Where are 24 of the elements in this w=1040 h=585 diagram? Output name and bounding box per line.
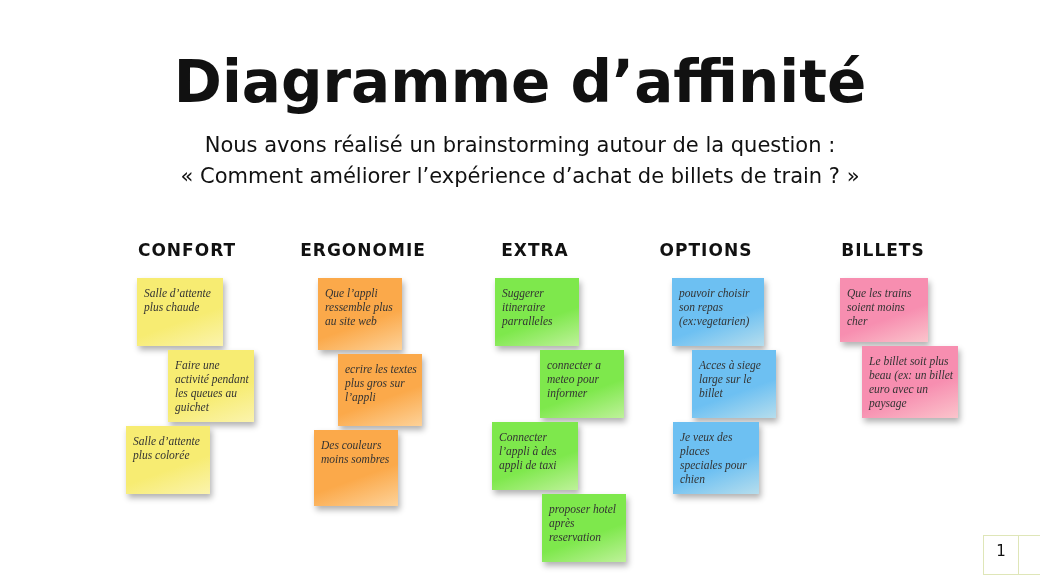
column-heading: BILLETS	[841, 240, 925, 260]
title: Diagramme d’affinité	[172, 48, 868, 116]
sticky-note: proposer hotel après reservation	[542, 494, 626, 562]
column-heading: OPTIONS	[659, 240, 753, 260]
sticky-note: Le billet soit plus beau (ex: un billet euro avec un paysage	[862, 346, 958, 418]
sticky-note: Que les trains soient moins cher	[840, 278, 928, 342]
sticky-note: Je veux des places speciales pour chien	[673, 422, 759, 494]
sticky-note: Que l’appli ressemble plus au site web	[318, 278, 402, 350]
subtitle: « Comment améliorer l’expérience d’achat de billets de train ? »	[179, 163, 861, 190]
sticky-note: connecter a meteo pour informer	[540, 350, 624, 418]
sticky-note: Faire une activité pendant les queues au guichet	[168, 350, 254, 422]
sticky-note: Suggerer itineraire parralleles	[495, 278, 579, 346]
page-number: 1	[983, 535, 1019, 575]
column-heading: EXTRA	[501, 240, 569, 260]
column-heading: CONFORT	[137, 240, 237, 260]
sticky-note: Acces à siege large sur le billet	[692, 350, 776, 418]
sticky-note: Salle d’attente plus chaude	[137, 278, 223, 346]
subtitle: Nous avons réalisé un brainstorming autour de la question :	[203, 132, 837, 159]
sticky-note: Des couleurs moins sombres	[314, 430, 398, 506]
sticky-note: ecrire les textes plus gros sur l’appli	[338, 354, 422, 426]
column-heading: ERGONOMIE	[300, 240, 426, 260]
sticky-note: Salle d’attente plus colorée	[126, 426, 210, 494]
sticky-note: Connecter l’appli à des appli de taxi	[492, 422, 578, 490]
sticky-note: pouvoir choisir son repas (ex:vegetarien)	[672, 278, 764, 346]
